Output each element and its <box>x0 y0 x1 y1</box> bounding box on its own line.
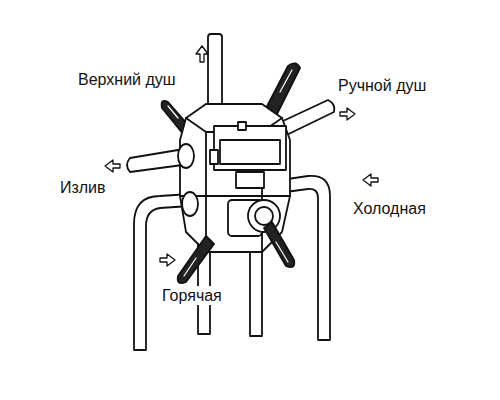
right-leg-pipe <box>250 250 262 336</box>
flow-arrow <box>105 160 120 172</box>
flow-arrow <box>363 174 378 186</box>
cartridge-clip <box>210 150 218 164</box>
port-label: Ручной душ <box>336 76 428 95</box>
port-label: Излив <box>58 178 107 197</box>
handle-lever <box>178 236 214 283</box>
port-boss <box>178 144 194 168</box>
cartridge-box <box>214 126 286 170</box>
cartridge-box <box>236 172 264 188</box>
flow-arrow <box>160 254 175 266</box>
cartridge-screw <box>238 122 246 130</box>
port-label: Холодная <box>351 199 428 218</box>
port-label: Верхний душ <box>76 70 178 89</box>
flow-arrow <box>340 108 355 120</box>
port-boss <box>182 192 198 216</box>
handle-lever <box>264 222 294 267</box>
flow-arrow <box>196 46 208 62</box>
port-label: Горячая <box>160 286 224 305</box>
cartridge-box <box>220 140 280 164</box>
